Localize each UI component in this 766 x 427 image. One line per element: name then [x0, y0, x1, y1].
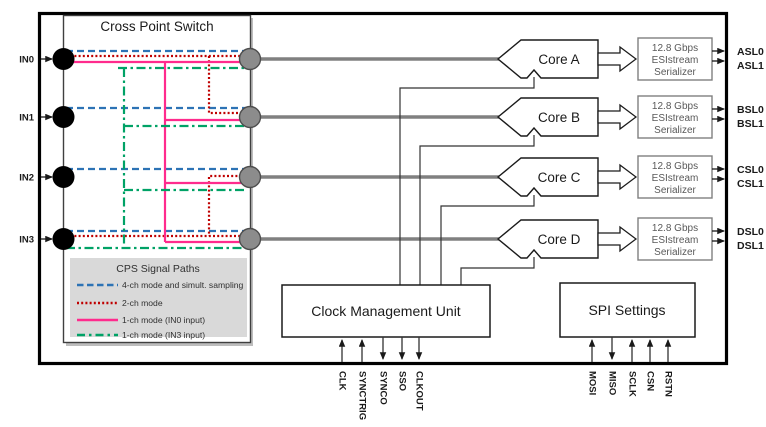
dsl1-label: DSL1: [737, 240, 764, 252]
path-1ch-in3: [66, 66, 250, 250]
bsl0-label: BSL0: [737, 104, 764, 116]
path-1ch-in0: [66, 60, 250, 244]
serializer-c-box: [637, 155, 713, 199]
spi-box: [559, 282, 696, 338]
serializer-a-line1: 12.8 Gbps: [652, 43, 698, 54]
in2-node: [52, 166, 75, 188]
core-c-label: Core C: [538, 170, 581, 185]
cps-out-node-d: [238, 227, 262, 251]
in0-label: IN0: [19, 55, 34, 66]
cps-title: Cross Point Switch: [100, 19, 213, 34]
cps-out-node-a: [238, 47, 262, 71]
serializer-a-line2: ESIstream: [652, 55, 699, 66]
core-a-block: [496, 39, 599, 79]
synctrig-pin-label: SYNCTRIG: [357, 371, 368, 420]
cps-input-terminals: IN0 IN1 IN2 IN3: [19, 48, 75, 250]
core-d-row: Core D 12.8 Gbps ESIstream Serializer DS…: [496, 217, 764, 261]
synco-pin-label: SYNCO: [378, 371, 389, 405]
legend-box: [70, 258, 247, 337]
cps-output-nodes: [238, 47, 262, 251]
serializer-a-box: [637, 37, 713, 81]
cmu-title: Clock Management Unit: [311, 303, 461, 319]
spi-title: SPI Settings: [588, 302, 665, 318]
csn-pin-label: CSN: [645, 371, 656, 391]
analog-bus-lines: [250, 57, 500, 241]
in2-label: IN2: [19, 173, 34, 184]
legend-item-1ch-in0: 1-ch mode (IN0 input): [122, 315, 205, 325]
legend-item-2ch: 2-ch mode: [122, 298, 163, 308]
clk-pin-label: CLK: [337, 371, 348, 391]
bsl1-label: BSL1: [737, 118, 764, 130]
asl1-label: ASL1: [737, 60, 764, 72]
clock-routing: [399, 77, 535, 285]
serializer-d-line1: 12.8 Gbps: [652, 223, 698, 234]
miso-pin-label: MISO: [607, 371, 618, 395]
asl0-label: ASL0: [737, 46, 764, 58]
csl0-label: CSL0: [737, 164, 764, 176]
sclk-pin-label: SCLK: [627, 371, 638, 397]
serializer-c-line3: Serializer: [654, 185, 696, 196]
in1-node: [52, 106, 75, 128]
csl1-label: CSL1: [737, 178, 764, 190]
core-b-block: [496, 97, 599, 137]
rstn-pin-label: RSTN: [663, 371, 674, 397]
in3-node: [52, 228, 75, 250]
serializer-b-line2: ESIstream: [652, 113, 699, 124]
sso-pin-label: SSO: [397, 371, 408, 391]
serializer-d-box: [637, 217, 713, 261]
in1-label: IN1: [19, 113, 35, 124]
core-a-label: Core A: [538, 52, 579, 67]
core-b-label: Core B: [538, 110, 580, 125]
serializer-b-line1: 12.8 Gbps: [652, 101, 698, 112]
core-d-data-arrow: [597, 225, 638, 253]
serializer-b-line3: Serializer: [654, 125, 696, 136]
path-4ch-mode: [66, 49, 250, 233]
core-b-data-arrow: [597, 103, 638, 131]
cps-out-node-c: [238, 165, 262, 189]
clkout-pin-label: CLKOUT: [414, 371, 425, 411]
spi-section: SPI Settings MOSI MISO SCLK CSN RSTN: [559, 282, 696, 397]
cps-legend: CPS Signal Paths 4-ch mode and simult. s…: [70, 258, 247, 340]
core-a-data-arrow: [597, 45, 638, 73]
serializer-b-box: [637, 95, 713, 139]
in3-label: IN3: [19, 235, 34, 246]
core-d-label: Core D: [538, 232, 581, 247]
in0-node: [52, 48, 75, 70]
cps-out-node-b: [238, 105, 262, 129]
core-a-row: Core A 12.8 Gbps ESIstream Serializer AS…: [496, 37, 764, 81]
legend-item-1ch-in3: 1-ch mode (IN3 input): [122, 330, 205, 340]
mosi-pin-label: MOSI: [587, 371, 598, 395]
serializer-d-line3: Serializer: [654, 247, 696, 258]
legend-title: CPS Signal Paths: [116, 263, 199, 275]
serializer-c-line1: 12.8 Gbps: [652, 161, 698, 172]
core-d-block: [496, 219, 599, 259]
path-2ch-mode: [66, 54, 250, 238]
cmu-box: [281, 284, 491, 338]
core-b-row: Core B 12.8 Gbps ESIstream Serializer BS…: [496, 95, 764, 139]
dsl0-label: DSL0: [737, 226, 764, 238]
core-c-data-arrow: [597, 163, 638, 191]
core-c-row: Core C 12.8 Gbps ESIstream Serializer CS…: [496, 155, 764, 199]
serializer-a-line3: Serializer: [654, 67, 696, 78]
cmu-section: Clock Management Unit CLK SYNCTRIG SYNCO…: [281, 284, 491, 420]
legend-item-4ch: 4-ch mode and simult. sampling: [122, 280, 244, 290]
serializer-c-line2: ESIstream: [652, 173, 699, 184]
serializer-d-line2: ESIstream: [652, 235, 699, 246]
core-c-block: [496, 157, 599, 197]
